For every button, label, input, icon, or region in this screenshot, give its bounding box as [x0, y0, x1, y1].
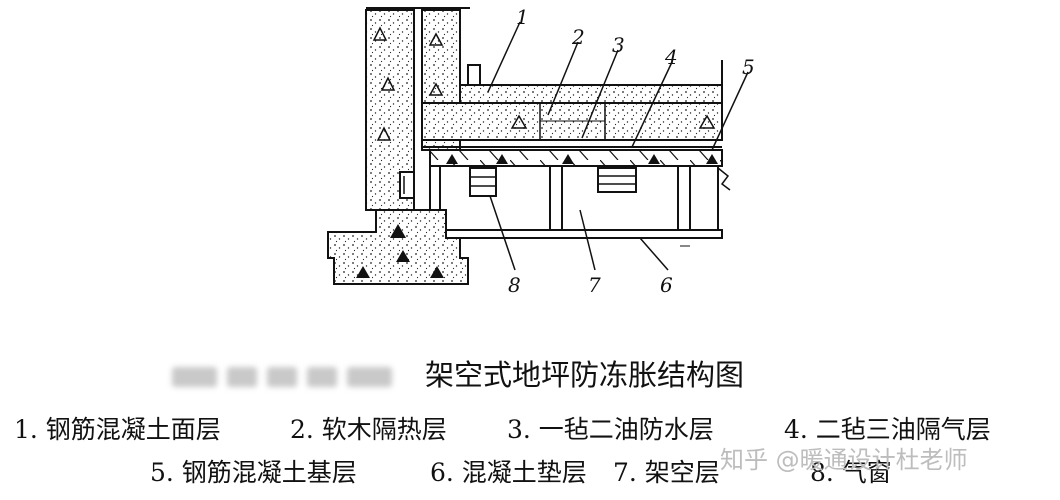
legend-item-1: 1. 钢筋混凝土面层: [14, 415, 221, 444]
legend-item-3: 3. 一毡二油防水层: [507, 415, 714, 444]
blurred-figure-number: [172, 365, 397, 389]
callout-2: 2: [571, 25, 585, 49]
leader-lines: [487, 21, 749, 271]
callout-labels: 1 2 3 4 5 6 7 8: [508, 5, 755, 297]
legend-item-8: 8. 气窗: [810, 458, 892, 487]
outer-wall: [365, 7, 470, 211]
layer-2-cork: [421, 102, 723, 141]
legend-item-7: 7. 架空层: [613, 458, 720, 487]
caption-title: 架空式地坪防冻胀结构图: [425, 358, 745, 392]
callout-5: 5: [742, 55, 755, 79]
callout-4: 4: [664, 45, 678, 69]
legend-item-5: 5. 钢筋混凝土基层: [150, 458, 357, 487]
piers: [429, 165, 719, 232]
callout-3: 3: [612, 33, 625, 57]
layer-5-base: [429, 149, 723, 167]
vent-windows: [399, 167, 637, 199]
break-marks: [717, 167, 731, 191]
callout-8: 8: [508, 273, 521, 297]
structure-diagram: 1 2 3 4 5 6 7 8: [327, 5, 755, 297]
legend-item-2: 2. 软木隔热层: [290, 415, 447, 444]
foundation: [327, 209, 469, 285]
callout-6: 6: [660, 273, 673, 297]
callout-7: 7: [588, 273, 601, 297]
layer-3-4-membranes: [422, 139, 722, 148]
callout-1: 1: [516, 5, 529, 29]
watermark: 知乎 @暖通设计杜老师: [720, 446, 968, 474]
legend-item-4: 4. 二毡三油隔气层: [784, 415, 991, 444]
legend-item-6: 6. 混凝土垫层: [430, 458, 587, 487]
